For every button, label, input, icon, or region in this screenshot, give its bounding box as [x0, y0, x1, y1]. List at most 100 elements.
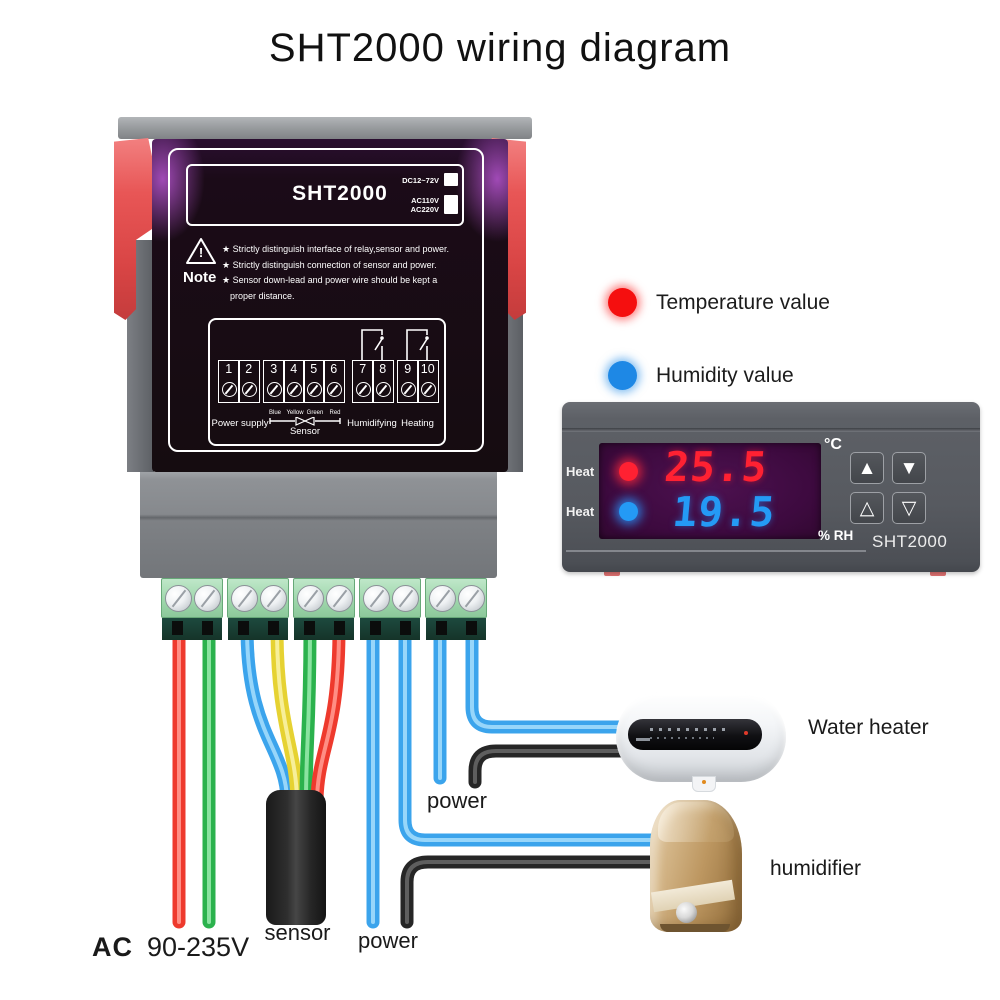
screw-icon: [326, 585, 353, 612]
controller-display: 25.5 19.5: [599, 443, 821, 539]
front-model-label: SHT2000: [872, 532, 948, 551]
humidity-dot-icon: [608, 361, 637, 390]
tab-dot-icon: [702, 780, 706, 784]
controller-front-view: 25.5 19.5 Heat Heat °C % RH SHT2000 ▲ ▼ …: [562, 402, 980, 572]
screw-icon: [363, 585, 390, 612]
heat-label-top: Heat: [566, 464, 595, 479]
relay-symbol-heating: [406, 329, 429, 360]
note-line: ★ Strictly distinguish interface of rela…: [222, 244, 450, 254]
warning-triangle-icon: [186, 238, 216, 264]
panel-logo: [636, 738, 650, 741]
screw-icon: [194, 585, 221, 612]
terminal-cell-4: 4: [283, 360, 305, 403]
label-border: [168, 148, 484, 452]
terminal-block-heating: [425, 578, 487, 640]
sensor-cable: [266, 790, 326, 925]
device-back-panel: [152, 139, 508, 472]
legend-humidity-label: Humidity value: [656, 364, 794, 387]
screw-icon: [400, 382, 416, 397]
terminal-cell-10: 10: [417, 360, 439, 403]
group-label-heating: Heating: [401, 418, 434, 429]
temperature-readout: 25.5: [662, 443, 770, 491]
screw-icon: [355, 382, 371, 397]
screw-icon: [392, 585, 419, 612]
device-model-label: SHT2000: [292, 182, 388, 205]
page-title: SHT2000 wiring diagram: [268, 26, 732, 70]
humidity-readout: 19.5: [670, 488, 778, 536]
water-heater-caption: Water heater: [808, 716, 929, 739]
down-filled-button[interactable]: ▼: [892, 452, 926, 484]
screw-icon: [266, 382, 282, 397]
note-text: ★ Strictly distinguish interface of rela…: [222, 242, 478, 304]
screw-icon: [429, 585, 456, 612]
sensor-wire-label-red: Red: [329, 410, 341, 416]
label-header-box: [186, 164, 464, 226]
terminal-cell-3: 3: [263, 360, 285, 403]
screw-icon: [306, 382, 322, 397]
celsius-unit-label: °C: [824, 436, 842, 453]
note-label: Note: [183, 269, 217, 286]
sensor-wire-label-green: Green: [306, 410, 324, 416]
humidifier-base: [660, 924, 730, 932]
wire-heater-black: [468, 744, 637, 789]
temperature-dot-icon: [608, 288, 637, 317]
checkbox-dc-icon: [444, 173, 458, 186]
screw-icon: [420, 382, 436, 397]
wire-heater-blue: [465, 621, 637, 734]
screw-icon: [221, 382, 237, 397]
humidity-indicator-dot: [619, 502, 638, 521]
power-option-dc: DC12~72V: [402, 176, 439, 185]
up-outline-button[interactable]: △: [850, 492, 884, 524]
temperature-indicator-dot: [619, 462, 638, 481]
device-lower-housing: [140, 472, 497, 578]
down-outline-button[interactable]: ▽: [892, 492, 926, 524]
ac-label: AC: [92, 932, 133, 962]
terminal-cell-9: 9: [397, 360, 419, 403]
terminal-cell-7: 7: [352, 360, 374, 403]
terminal-cell-8: 8: [372, 360, 394, 403]
humidifier-caption: humidifier: [770, 857, 862, 880]
humidifier-dome: [658, 802, 734, 842]
checkbox-ac-icon: [444, 195, 458, 214]
screw-icon: [375, 382, 391, 397]
screw-icon: [231, 585, 258, 612]
note-line: ★ Sensor down-lead and power wire should…: [222, 275, 438, 301]
water-heater-tab: [692, 776, 716, 792]
sensor-wire-label-yellow: Yellow: [286, 410, 304, 416]
screw-icon: [286, 382, 302, 397]
group-label-sensor: Sensor: [289, 426, 321, 437]
group-label-humidifying: Humidifying: [347, 418, 397, 429]
power-caption-bottom: power: [358, 928, 418, 953]
humidifier: [650, 800, 742, 932]
heat-label-bottom: Heat: [566, 504, 595, 519]
terminal-cell-1: 1: [218, 360, 240, 403]
wire-humidifier-black: [400, 855, 667, 929]
screw-icon: [260, 585, 287, 612]
terminal-cell-6: 6: [323, 360, 345, 403]
note-line: ★ Strictly distinguish connection of sen…: [222, 259, 437, 270]
panel-led-icon: [744, 731, 748, 735]
relay-symbol-humidifying: [361, 329, 384, 360]
up-filled-button[interactable]: ▲: [850, 452, 884, 484]
controller-top-seam: [562, 428, 980, 432]
legend-temperature-label: Temperature value: [656, 291, 830, 314]
power-caption-mid: power: [427, 788, 487, 813]
screw-icon: [326, 382, 342, 397]
terminal-cell-5: 5: [303, 360, 325, 403]
panel-markings: [650, 728, 728, 731]
terminal-cell-2: 2: [238, 360, 260, 403]
rh-unit-label: % RH: [818, 528, 854, 543]
power-option-ac: AC110V AC220V: [410, 196, 439, 214]
sensor-wire-label-blue: Blue: [268, 410, 281, 416]
sensor-bracket-icon: [269, 417, 341, 426]
group-label-power-supply: Power supply: [211, 418, 269, 429]
terminal-block-power: [161, 578, 223, 640]
panel-markings: [650, 737, 714, 739]
terminal-block-sensor-1: [227, 578, 289, 640]
screw-icon: [165, 585, 192, 612]
front-divider-line: [566, 550, 866, 552]
terminal-diagram-box: 1 2 3 4 5 6 7 8 9 10 Blue Yellow Green R…: [208, 318, 446, 446]
